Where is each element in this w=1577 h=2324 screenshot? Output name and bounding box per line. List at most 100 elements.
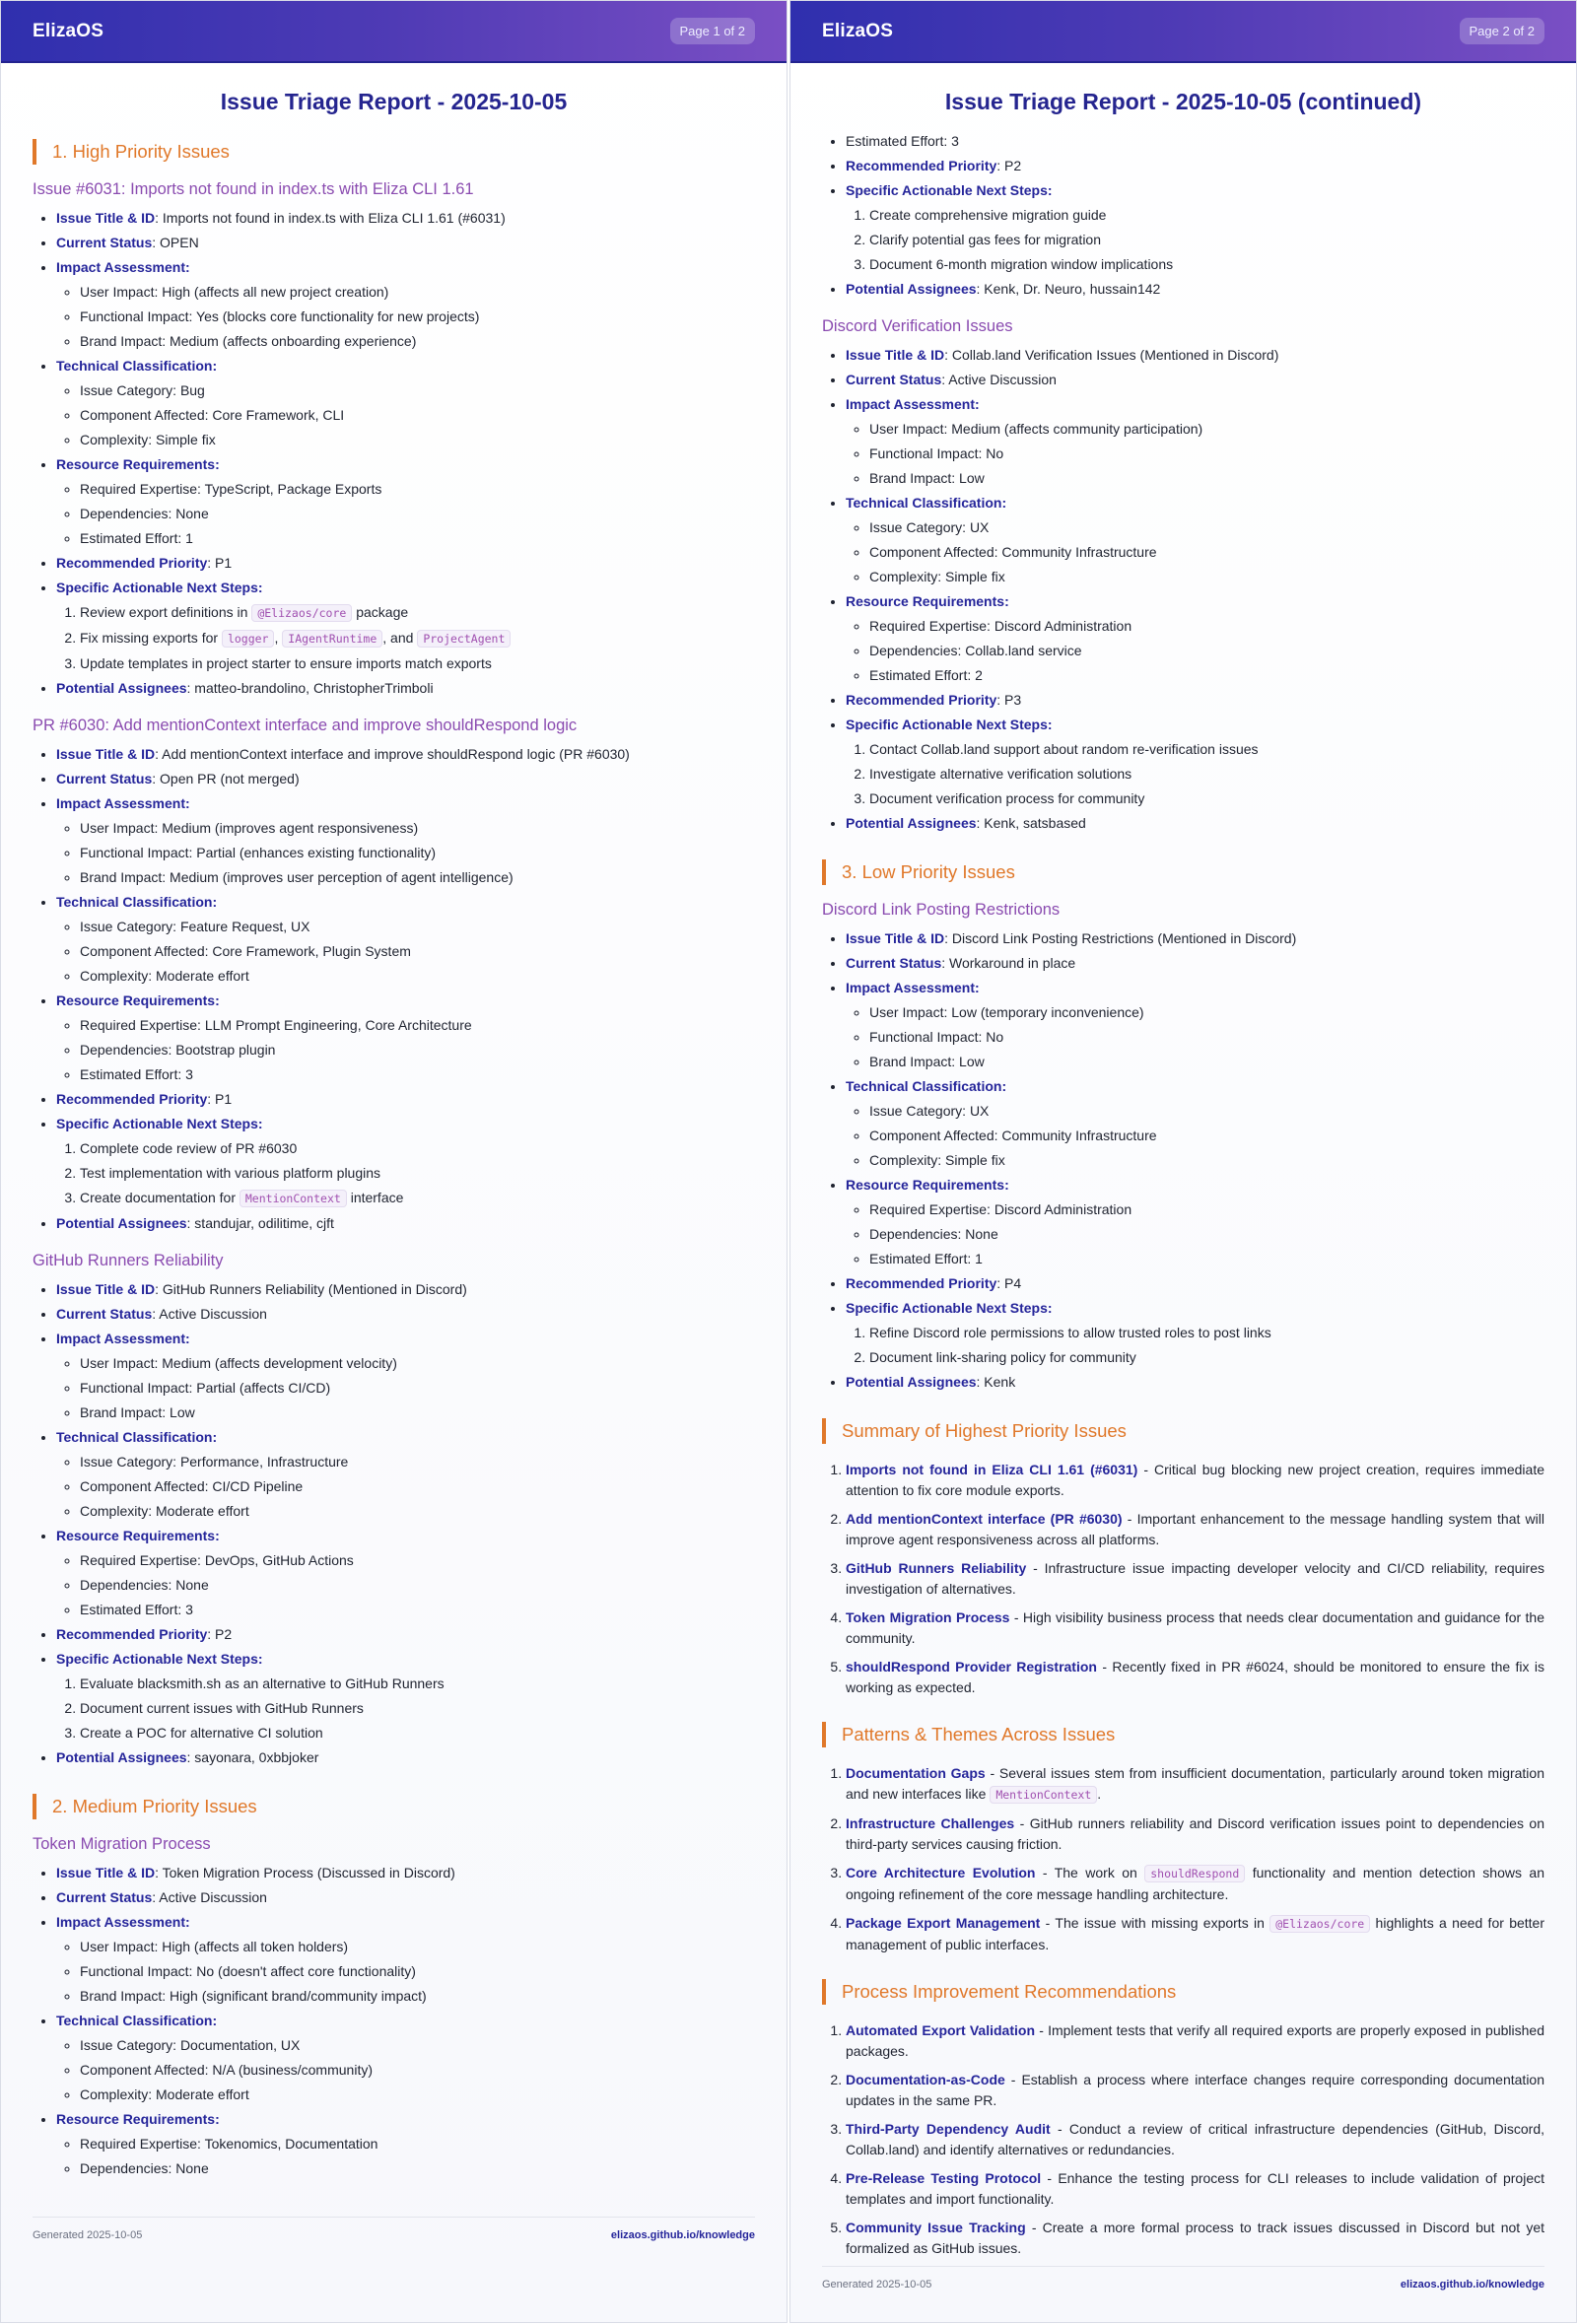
list-item: Document link-sharing policy for communi… (869, 1345, 1544, 1370)
field-label: Technical Classification (846, 1078, 1002, 1094)
list-item: Issue Category: Bug (80, 378, 755, 403)
section-patterns: Patterns & Themes Across Issues (822, 1722, 1544, 1747)
field-label: Resource Requirements (846, 593, 1005, 609)
steps-list: Refine Discord role permissions to allow… (846, 1321, 1544, 1370)
tech-row: Technical Classification: Issue Category… (846, 491, 1544, 589)
knowledge-link[interactable]: elizaos.github.io/knowledge (610, 2229, 755, 2241)
list-item: Component Affected: Community Infrastruc… (869, 540, 1544, 565)
field-label: Issue Title & ID (846, 930, 945, 946)
field-value: : GitHub Runners Reliability (Mentioned … (155, 1281, 467, 1297)
field-value: : Discord Link Posting Restrictions (Men… (944, 930, 1297, 946)
list-item: User Impact: Medium (affects community p… (869, 417, 1544, 442)
list-item: Component Affected: CI/CD Pipeline (80, 1474, 755, 1499)
list-item: Dependencies: Bootstrap plugin (80, 1038, 755, 1062)
knowledge-link[interactable]: elizaos.github.io/knowledge (1400, 2279, 1544, 2290)
field-label: Specific Actionable Next Steps (56, 1116, 258, 1131)
issue-title-row: Issue Title & ID: GitHub Runners Reliabi… (56, 1277, 755, 1302)
list-item: User Impact: Low (temporary inconvenienc… (869, 1000, 1544, 1025)
field-label: Technical Classification (56, 1429, 213, 1445)
field-value: : Kenk, satsbased (976, 815, 1086, 831)
section-low-priority: 3. Low Priority Issues (822, 859, 1544, 885)
generated-date: Generated 2025-10-05 (822, 2279, 932, 2290)
status-row: Current Status: OPEN (56, 231, 755, 255)
list-item: Contact Collab.land support about random… (869, 737, 1544, 762)
page-title: Issue Triage Report - 2025-10-05 (contin… (944, 89, 1422, 114)
tech-row: Technical Classification: Issue Category… (56, 354, 755, 452)
field-label: Current Status (846, 372, 942, 387)
field-label: Specific Actionable Next Steps (56, 1651, 258, 1667)
priority-row: Recommended Priority: P1 (56, 551, 755, 576)
inline-code: MentionContext (990, 1786, 1098, 1804)
list-item: Token Migration Process - High visibilit… (846, 1607, 1544, 1649)
assignees-row: Potential Assignees: sayonara, 0xbbjoker (56, 1745, 755, 1770)
field-value: : Add mentionContext interface and impro… (155, 746, 630, 762)
list-item: Complexity: Moderate effort (80, 2083, 755, 2107)
list-item: Brand Impact: Low (80, 1401, 755, 1425)
status-row: Current Status: Workaround in place (846, 951, 1544, 976)
field-value: : Imports not found in index.ts with Eli… (155, 210, 506, 226)
field-label: Potential Assignees (56, 1215, 187, 1231)
field-value: : matteo-brandolino, ChristopherTrimboli (186, 680, 434, 696)
inline-code: ProjectAgent (417, 630, 512, 648)
field-label: Issue Title & ID (846, 347, 945, 363)
list-item: Required Expertise: TypeScript, Package … (80, 477, 755, 502)
field-label: Technical Classification (56, 358, 213, 374)
impact-row: Impact Assessment: User Impact: Low (tem… (846, 976, 1544, 1074)
field-value: : Token Migration Process (Discussed in … (155, 1865, 455, 1880)
list-item: Document 6-month migration window implic… (869, 252, 1544, 277)
list-item: Automated Export Validation - Implement … (846, 2020, 1544, 2062)
steps-row: Specific Actionable Next Steps: Complete… (56, 1112, 755, 1211)
steps-row: Specific Actionable Next Steps: Contact … (846, 713, 1544, 811)
list-item: Functional Impact: No (869, 1025, 1544, 1050)
field-label: Specific Actionable Next Steps (846, 1300, 1048, 1316)
assignees-row: Potential Assignees: Kenk, Dr. Neuro, hu… (846, 277, 1544, 302)
tech-list: Issue Category: Performance, Infrastruct… (56, 1450, 755, 1524)
section-high-priority: 1. High Priority Issues (33, 139, 755, 165)
field-label: Recommended Priority (846, 1275, 997, 1291)
issue-title-row: Issue Title & ID: Imports not found in i… (56, 206, 755, 231)
list-item: Infrastructure Challenges - GitHub runne… (846, 1813, 1544, 1855)
list-item: Component Affected: Core Framework, Plug… (80, 939, 755, 964)
effort-row: Estimated Effort: 3 (846, 129, 1544, 154)
list-item: Core Architecture Evolution - The work o… (846, 1863, 1544, 1905)
list-item: Third-Party Dependency Audit - Conduct a… (846, 2119, 1544, 2160)
list-item: Brand Impact: Low (869, 1050, 1544, 1074)
field-label: Resource Requirements (846, 1177, 1005, 1193)
field-label: Issue Title & ID (56, 746, 156, 762)
field-label: Potential Assignees (846, 815, 977, 831)
list-item: Dependencies: None (869, 1222, 1544, 1247)
field-label: Technical Classification (56, 2013, 213, 2028)
field-label: Impact Assessment (56, 259, 185, 275)
steps-list: Review export definitions in @Elizaos/co… (56, 600, 755, 676)
steps-row: Specific Actionable Next Steps: Create c… (846, 178, 1544, 277)
summary-list: Imports not found in Eliza CLI 1.61 (#60… (822, 1460, 1544, 1698)
impact-row: Impact Assessment: User Impact: High (af… (56, 255, 755, 354)
generated-date: Generated 2025-10-05 (33, 2229, 143, 2241)
field-label: Specific Actionable Next Steps (56, 580, 258, 595)
field-label: Potential Assignees (56, 680, 187, 696)
resource-row: Resource Requirements: Required Expertis… (846, 589, 1544, 688)
inline-code: @Elizaos/core (251, 604, 353, 622)
status-row: Current Status: Active Discussion (56, 1302, 755, 1327)
list-item: shouldRespond Provider Registration - Re… (846, 1657, 1544, 1698)
impact-list: User Impact: Medium (affects development… (56, 1351, 755, 1425)
field-value: : standujar, odilitime, cjft (186, 1215, 334, 1231)
page-title: Issue Triage Report - 2025-10-05 (220, 89, 568, 114)
issue-title-row: Issue Title & ID: Collab.land Verificati… (846, 343, 1544, 368)
list-item: Functional Impact: No (doesn't affect co… (80, 1959, 755, 1984)
list-item: Investigate alternative verification sol… (869, 762, 1544, 786)
field-label: Impact Assessment (56, 1914, 185, 1930)
priority-row: Recommended Priority: P3 (846, 688, 1544, 713)
resource-row: Resource Requirements: Required Expertis… (846, 1173, 1544, 1271)
page-footer: Generated 2025-10-05 elizaos.github.io/k… (33, 2217, 755, 2253)
issue-details: Issue Title & ID: Collab.land Verificati… (822, 343, 1544, 836)
list-item: User Impact: Medium (affects development… (80, 1351, 755, 1376)
field-label: Potential Assignees (846, 1374, 977, 1390)
issue-title-row: Issue Title & ID: Token Migration Proces… (56, 1861, 755, 1885)
section-summary: Summary of Highest Priority Issues (822, 1418, 1544, 1444)
field-value: : P1 (207, 555, 233, 571)
field-label: Resource Requirements (56, 2111, 216, 2127)
field-label: Resource Requirements (56, 992, 216, 1008)
tech-row: Technical Classification: Issue Category… (56, 1425, 755, 1524)
